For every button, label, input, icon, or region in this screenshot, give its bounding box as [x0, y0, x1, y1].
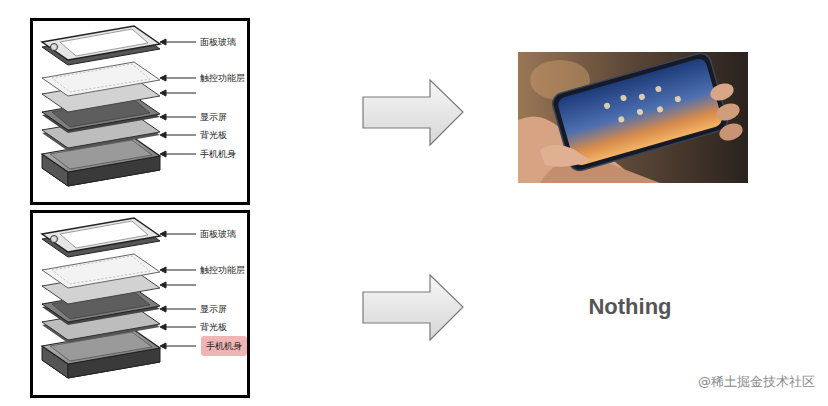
phone-photo	[518, 51, 748, 183]
watermark: @稀土掘金技术社区	[698, 374, 815, 390]
part-label: 背光板	[200, 321, 227, 333]
part-label: 显示屏	[200, 111, 227, 123]
part-label: 显示屏	[200, 303, 227, 315]
block-arrow	[363, 275, 463, 340]
highlight-box: 手机机身	[201, 336, 247, 356]
part-label: 触控功能层	[200, 264, 245, 276]
exploded-phone	[42, 218, 196, 378]
app-icons	[602, 80, 682, 127]
part-label: 手机机身	[206, 340, 242, 352]
result-text: Nothing	[588, 294, 671, 320]
phone-screen	[556, 57, 723, 167]
finger	[714, 100, 742, 123]
finger	[717, 120, 745, 143]
block-arrow	[363, 80, 463, 145]
thumb	[540, 145, 590, 167]
part-label: 手机机身	[200, 148, 236, 160]
part-label: 面板玻璃	[200, 36, 236, 48]
finger	[708, 80, 736, 103]
part-label: 背光板	[200, 129, 227, 141]
exploded-phone	[42, 26, 196, 186]
diagram-frame: 面板玻璃触控功能层显示屏背光板手机机身	[30, 210, 250, 398]
diagram-frame: 面板玻璃触控功能层显示屏背光板手机机身	[30, 18, 250, 205]
part-label: 面板玻璃	[200, 228, 236, 240]
part-label: 触控功能层	[200, 72, 245, 84]
